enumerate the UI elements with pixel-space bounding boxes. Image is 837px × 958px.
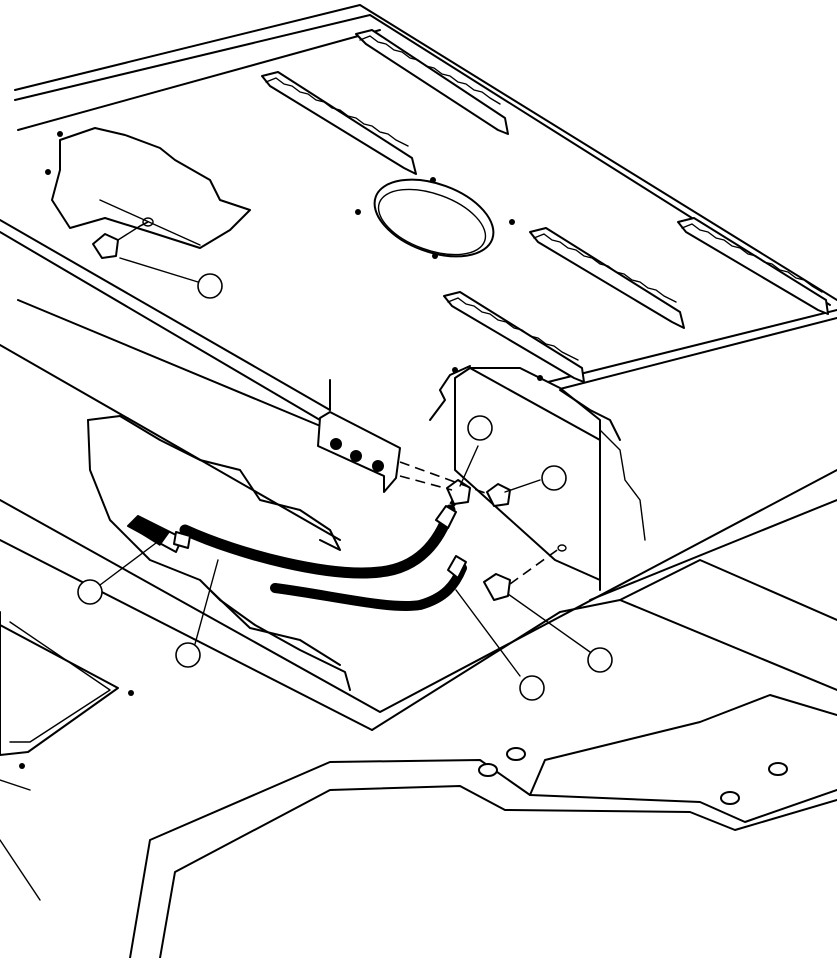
callouts — [77, 273, 613, 701]
serrated-slot-2 — [261, 71, 417, 175]
hose-1 — [179, 490, 463, 579]
clip-center-2 — [486, 483, 511, 507]
hose-2 — [270, 563, 467, 611]
callout-1 — [197, 273, 223, 299]
serrated-slot-3 — [529, 227, 685, 329]
alignment-lines — [139, 221, 561, 585]
hose-end-fitting — [435, 505, 467, 579]
clip-lower-right — [483, 544, 567, 601]
callout-2 — [77, 579, 103, 605]
upper-panel — [0, 4, 837, 541]
callout-6 — [519, 675, 545, 701]
connector-fitting — [127, 515, 191, 553]
cutaway-upper-left — [45, 127, 251, 249]
cutaway-lower — [87, 415, 351, 691]
leader-lines — [99, 257, 591, 677]
bracket — [317, 379, 401, 493]
serrated-slot-1 — [355, 29, 509, 135]
callout-3 — [175, 642, 201, 668]
callout-4 — [467, 415, 493, 441]
clip-upper-left — [92, 217, 154, 259]
callout-7 — [587, 647, 613, 673]
side-block — [429, 365, 646, 591]
callout-5 — [541, 465, 567, 491]
center-hole — [355, 177, 515, 259]
serrated-slot-4 — [677, 217, 829, 315]
clip-center-1 — [446, 479, 471, 505]
floor-plate — [0, 469, 837, 958]
serrated-slot-5 — [443, 291, 585, 383]
